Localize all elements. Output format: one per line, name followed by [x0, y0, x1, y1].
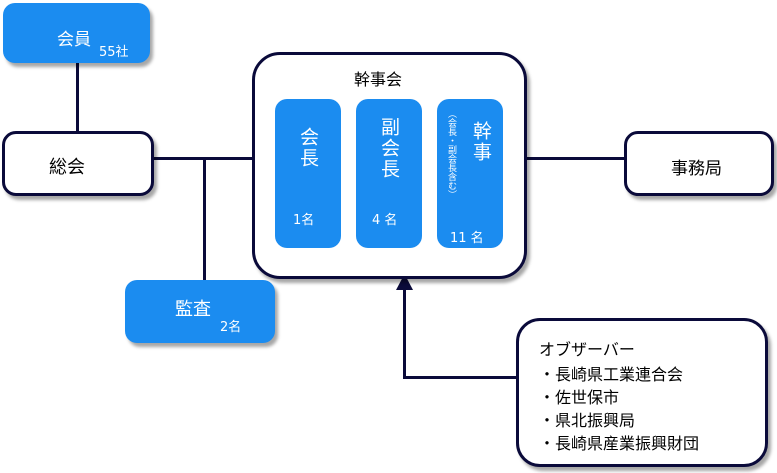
vice-president-label: 副会長 [378, 117, 400, 180]
vice-president-count: 4 名 [372, 213, 398, 228]
members-box: 会員 55社 [3, 3, 150, 63]
president-box: 会長 1名 [275, 99, 341, 248]
observers-box: オブザーバー ・長崎県工業連合会 ・佐世保市 ・県北振興局 ・長崎県産業振興財団 [516, 318, 768, 467]
secretariat-label: 事務局 [671, 159, 722, 179]
connector-observers-horizontal [403, 376, 518, 379]
connector-board-to-secretariat [524, 157, 626, 160]
auditor-box: 監査 2名 [125, 280, 275, 343]
connector-observers-vertical [403, 286, 406, 379]
auditor-label: 監査 [175, 299, 211, 320]
directors-note: （会長・副会長含む） [446, 109, 456, 199]
directors-box: （会長・副会長含む） 幹事 11 名 [437, 99, 503, 248]
connector-members-to-general [76, 62, 79, 132]
observers-item: ・佐世保市 [539, 388, 620, 407]
observers-title: オブザーバー [539, 340, 635, 359]
board-title: 幹事会 [354, 70, 403, 89]
observers-item: ・県北振興局 [539, 411, 636, 430]
president-count: 1名 [293, 213, 315, 228]
directors-count: 11 名 [450, 231, 484, 246]
members-count: 55社 [99, 45, 129, 60]
observers-item: ・長崎県工業連合会 [539, 365, 684, 384]
members-label: 会員 [57, 30, 91, 50]
auditor-count: 2名 [220, 320, 242, 335]
secretariat-box: 事務局 [624, 131, 774, 196]
observers-item: ・長崎県産業振興財団 [539, 434, 700, 453]
arrow-up-icon [396, 274, 413, 290]
board-box: 幹事会 会長 1名 副会長 4 名 （会長・副会長含む） 幹事 11 名 [252, 52, 527, 279]
president-label: 会長 [297, 127, 319, 169]
vice-president-box: 副会長 4 名 [356, 99, 422, 248]
directors-label: 幹事 [470, 121, 492, 163]
general-meeting-box: 総会 [2, 131, 154, 196]
general-meeting-label: 総会 [49, 157, 85, 178]
connector-auditor [203, 157, 206, 282]
